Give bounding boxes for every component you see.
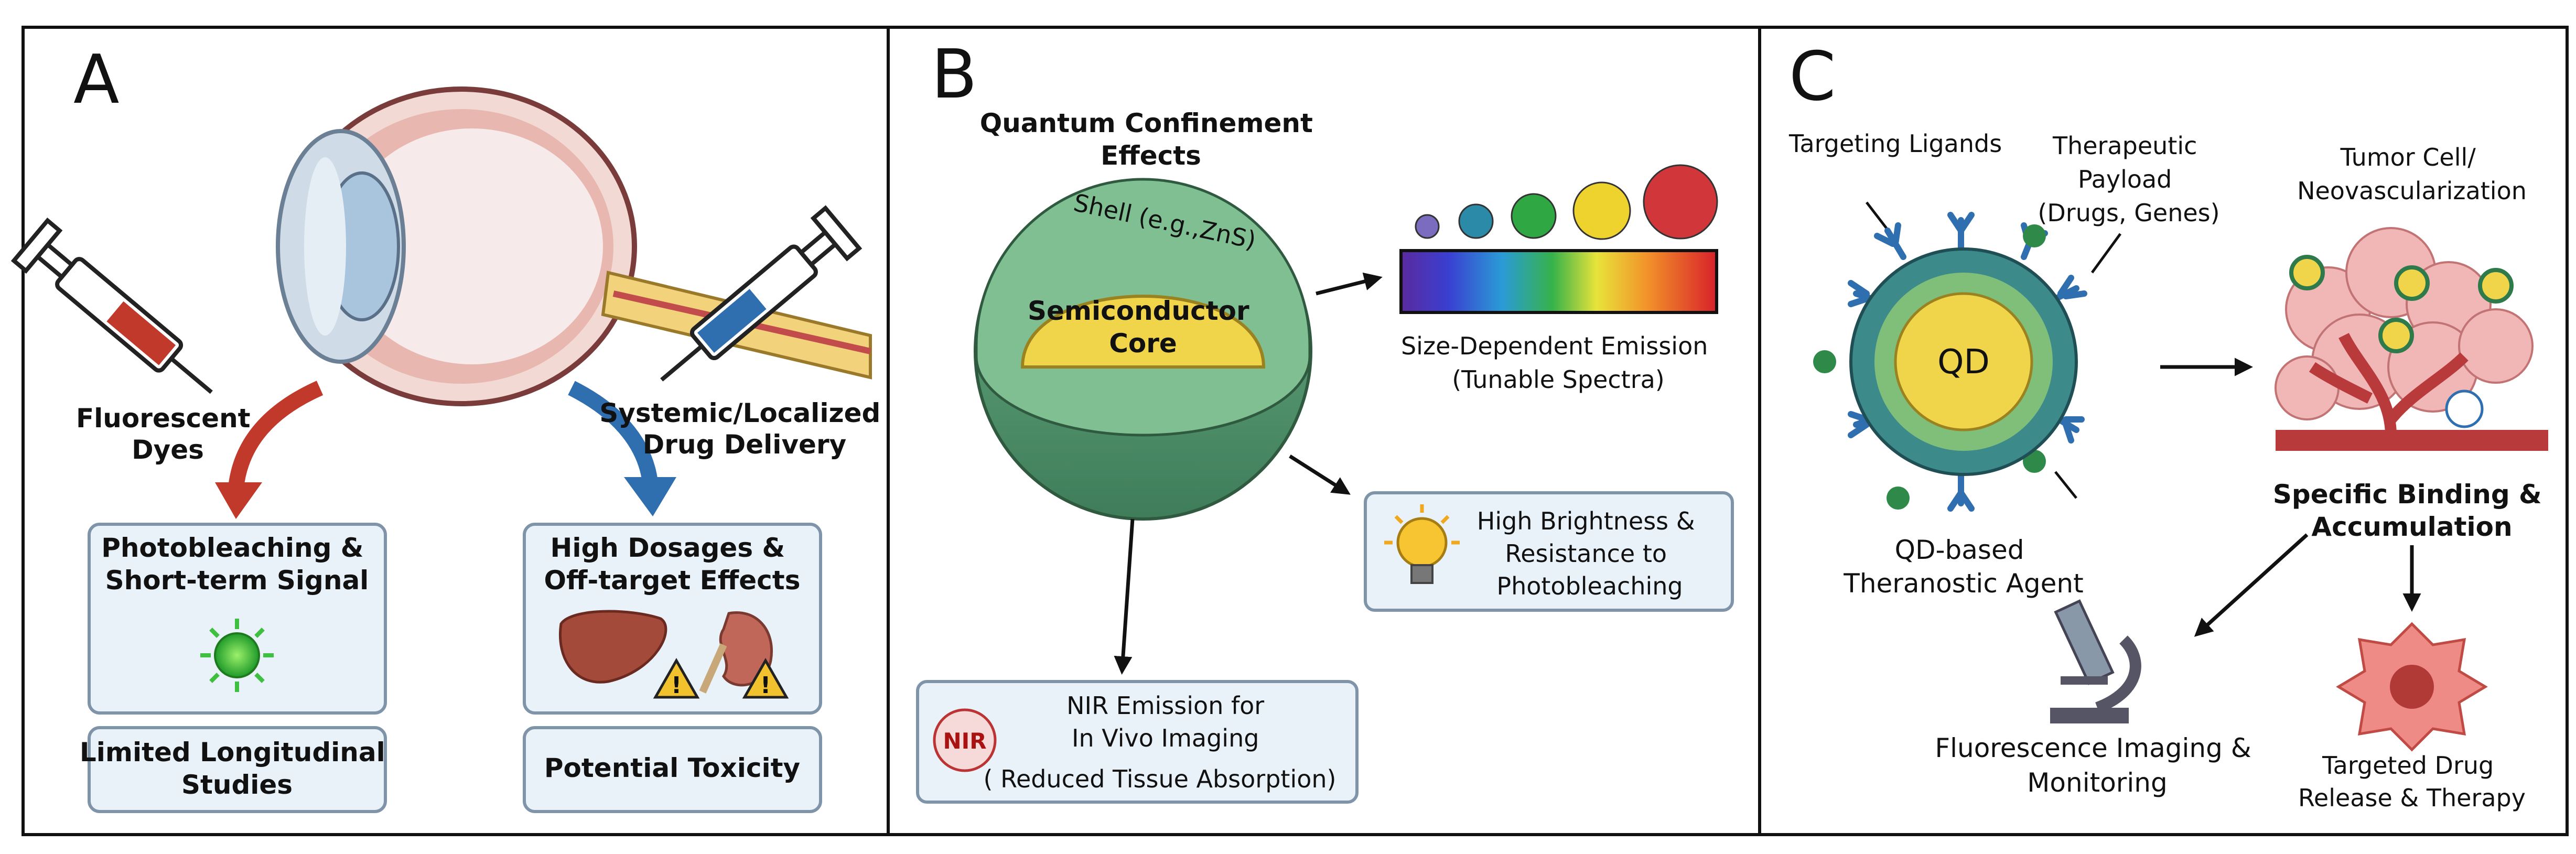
toxicity-box <box>523 726 822 813</box>
longitudinal-box <box>88 726 387 813</box>
syringe-left-icon <box>10 218 213 394</box>
arrow-to-imaging <box>2194 533 2309 637</box>
eye-illustration <box>276 87 872 406</box>
qd-core-label: QD <box>1937 343 1990 382</box>
arrow-to-spectrum <box>1316 272 1383 296</box>
nir-badge-text: NIR <box>943 728 986 754</box>
targeting-ligands-label: Targeting Ligands <box>1788 129 2002 158</box>
lightbulb-icon <box>1384 504 1460 584</box>
qd-size-dot-red <box>1643 164 1718 240</box>
size-dependent-emission-label: Size-Dependent Emission (Tunable Spectra… <box>1401 332 1716 394</box>
brightness-text: High Brightness & Resistance to Photoble… <box>1477 507 1703 600</box>
syringe-right-icon <box>660 205 863 382</box>
qd-size-dot-violet <box>1415 214 1440 239</box>
damaged-cell-icon <box>2336 622 2488 752</box>
liver-icon <box>559 610 667 684</box>
svg-text:!: ! <box>671 672 682 699</box>
specific-binding-label: Specific Binding & Accumulation <box>2273 479 2551 542</box>
red-curved-arrow <box>228 381 324 489</box>
svg-text:!: ! <box>760 672 771 699</box>
warning-icon-kidney: ! <box>742 657 789 699</box>
panel-a: A <box>10 41 889 813</box>
high-dosage-text: High Dosages & Off-target Effects <box>544 533 801 596</box>
tumor-cell-cluster <box>2275 227 2548 451</box>
photobleaching-text: Photobleaching & Short-term Signal <box>101 533 373 596</box>
outer-frame <box>21 26 2569 836</box>
panel-b-letter: B <box>931 36 977 114</box>
targeted-release-label: Targeted Drug Release & Therapy <box>2298 751 2526 812</box>
panel-b: B Quantum Confinement Effects Shell (e.g… <box>916 36 1734 804</box>
green-glow-icon <box>200 619 274 692</box>
emission-spectrum-bar <box>1399 249 1718 314</box>
nir-text: NIR Emission for In Vivo Imaging ( Reduc… <box>984 691 1336 793</box>
qd-theranostic-agent <box>1813 212 2087 512</box>
qd-size-dot-green <box>1511 193 1557 239</box>
qd-size-dot-yellow <box>1572 181 1631 240</box>
theranostic-agent-label: QD-based Theranostic Agent <box>1843 535 2083 599</box>
arrow-to-brightness <box>1289 455 1351 495</box>
panel-c: C Targeting Ligands Therapeutic Payload … <box>1788 38 2551 812</box>
toxicity-text: Potential Toxicity <box>544 753 800 783</box>
brightness-box <box>1364 491 1734 612</box>
panel-c-letter: C <box>1789 38 1836 116</box>
quantum-confinement-title: Quantum Confinement Effects <box>980 108 1322 171</box>
therapeutic-payload-label: Therapeutic Payload (Drugs, Genes) <box>2038 132 2219 227</box>
nir-box <box>916 680 1359 804</box>
tumor-cell-label: Tumor Cell/ Neovascularization <box>2297 143 2527 205</box>
longitudinal-text: Limited Longitudinal Studies <box>80 737 394 800</box>
drug-delivery-label: Systemic/Localized Drug Delivery <box>599 398 889 460</box>
blue-curved-arrow <box>568 381 658 484</box>
arrow-to-nir <box>1114 518 1135 675</box>
semiconductor-core-label: Semiconductor Core <box>1028 296 1258 359</box>
fluorescent-dyes-label: Fluorescent Dyes <box>76 403 260 465</box>
qd-size-dot-blue <box>1458 203 1494 239</box>
microscope-icon <box>2050 599 2141 723</box>
warning-icon-liver: ! <box>653 657 700 699</box>
panel-a-letter: A <box>73 41 120 119</box>
nir-badge <box>933 708 997 772</box>
fluorescence-imaging-label: Fluorescence Imaging & Monitoring <box>1935 733 2259 798</box>
kidney-icon <box>699 611 773 694</box>
quantum-dot-sphere <box>974 178 1312 521</box>
